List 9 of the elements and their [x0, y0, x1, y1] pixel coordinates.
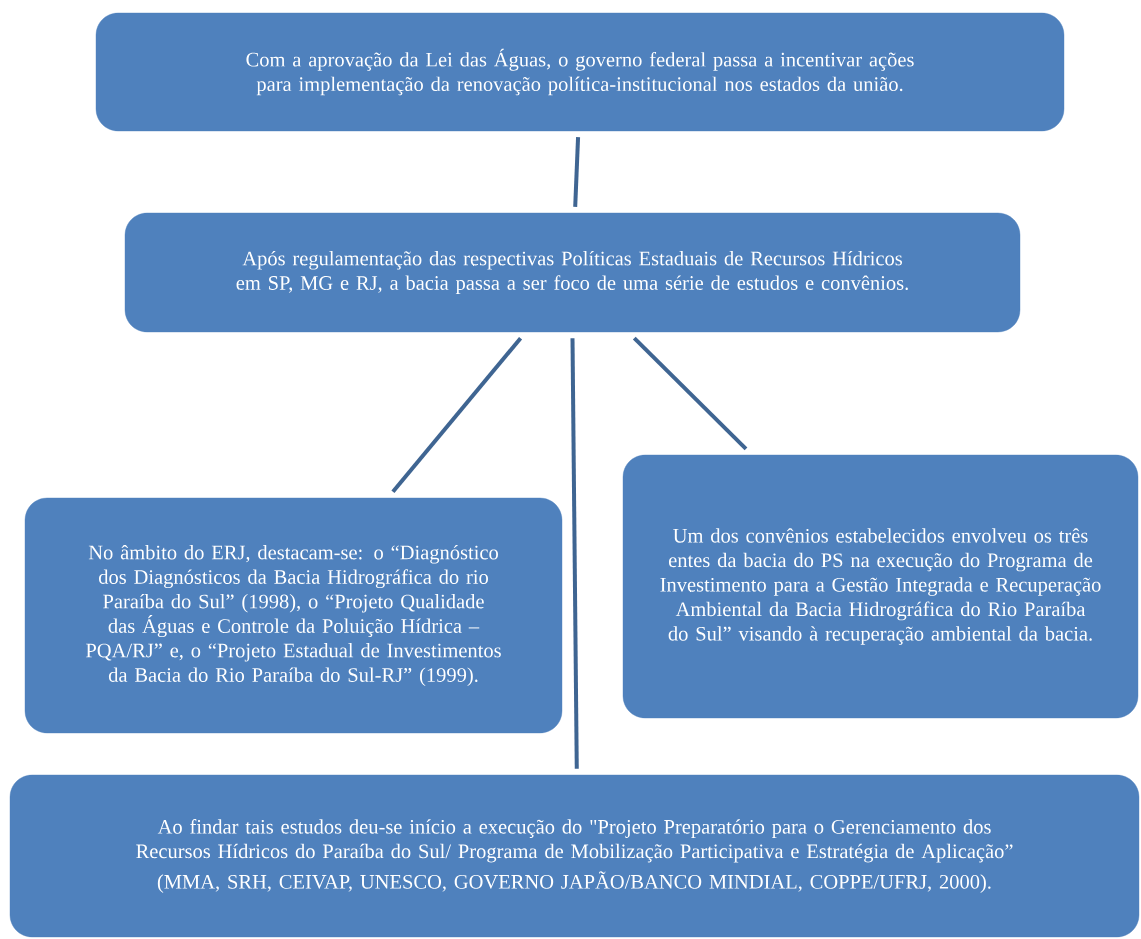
- connector-line: [391, 336, 523, 494]
- text-box: Com a aprovação da Lei das Águas, o governo federal passa a incentivar ações para implementação da renovação política-institucional nos estados da união.: [95, 12, 1065, 132]
- text-box: No âmbito do ERJ, destacam-se: o “Diagnóstico dos Diagnósticos da Bacia Hidrográfica do rio Paraíba do Sul” (1998), o “Projeto Qualidade das Águas e Controle da Poluição Hídrica – PQA/RJ” e, o “Projeto Estadual de Investimentos da Bacia do Rio Paraíba do Sul-RJ” (1999).: [24, 497, 563, 734]
- text-box: Ao findar tais estudos deu-se início a execução do "Projeto Preparatório para o Gerenciamento dos Recursos Hídricos do Paraíba do Sul/ Programa de Mobilização Participativa e Estratégia de Aplicação” (MMA, SRH, CEIVAP, UNESCO, GOVERNO JAPÃO/BANCO MINDIAL, COPPE/UFRJ, 2000).: [9, 774, 1140, 938]
- text-box: Após regulamentação das respectivas Políticas Estaduais de Recursos Hídricos em SP, MG e RJ, a bacia passa a ser foco de uma série de estudos e convênios.: [124, 212, 1021, 333]
- text-box: Um dos convênios estabelecidos envolveu os três entes da bacia do PS na execução do Programa de Investimento para a Gestão Integrada e Recuperação Ambiental da Bacia Hidrográfica do Rio Paraíba do Sul” visando à recuperação ambiental da bacia.: [622, 454, 1139, 719]
- connector-line: [632, 336, 748, 451]
- connector-line: [573, 137, 581, 207]
- connector-line: [570, 338, 579, 769]
